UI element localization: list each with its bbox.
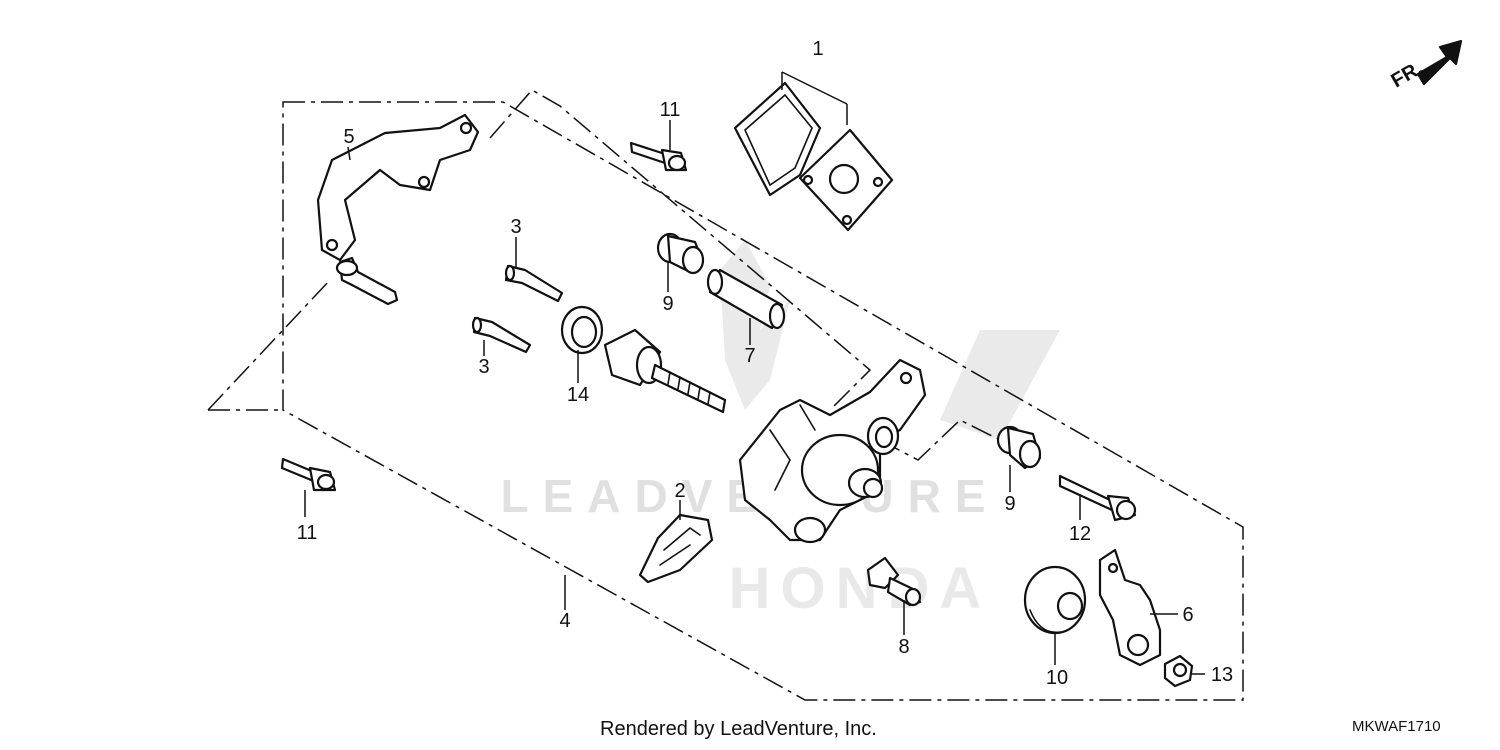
callout-9-lower: 9	[1004, 493, 1015, 515]
part-pin-upper	[504, 264, 564, 303]
part-caliper-body	[738, 358, 927, 544]
callout-14: 14	[567, 384, 589, 406]
front-direction-indicator: FR.	[1388, 39, 1463, 92]
watermark: LEADVENTURE HONDA	[500, 240, 1060, 621]
callout-5: 5	[343, 126, 354, 148]
part-plate	[1098, 548, 1162, 667]
callout-4: 4	[559, 610, 570, 632]
part-bolt-12	[1058, 474, 1137, 522]
callout-3-lower: 3	[478, 356, 489, 378]
part-piston	[603, 328, 727, 414]
part-caliper-bracket	[316, 113, 480, 306]
part-cap	[1023, 565, 1087, 635]
part-boot-upper	[656, 232, 705, 275]
part-sleeve	[706, 268, 786, 330]
part-brake-pads	[733, 81, 894, 232]
part-nut	[1163, 654, 1194, 688]
leader-lines	[304, 120, 1205, 675]
assembly-boundary	[282, 101, 1244, 701]
callout-3-upper: 3	[510, 216, 521, 238]
part-pad-spring	[638, 513, 714, 584]
front-direction-label: FR.	[1388, 57, 1427, 92]
callout-11-lower: 11	[297, 522, 318, 544]
callout-6: 6	[1182, 604, 1193, 626]
callout-13: 13	[1211, 664, 1233, 686]
callout-10: 10	[1046, 667, 1068, 689]
pin-boundary	[489, 89, 1001, 461]
part-seal	[560, 305, 604, 355]
callout-9-upper: 9	[662, 293, 673, 315]
callout-7: 7	[744, 345, 755, 367]
watermark-text-bottom: HONDA	[729, 556, 992, 621]
part-boot-lower	[996, 425, 1042, 470]
part-bolt-lower	[280, 457, 337, 492]
part-bolt-upper	[629, 141, 688, 172]
part-pin-lower	[471, 316, 532, 354]
watermark-wing-shape	[940, 330, 1060, 440]
diagram-code: MKWAF1710	[1352, 718, 1441, 735]
bracket-boundary	[207, 279, 331, 411]
callouts: 1 2 3 3 4 5 6 7 8 9 9 10 11 11 12 13 14	[297, 38, 1234, 689]
leader-1	[781, 71, 848, 125]
callout-8: 8	[898, 636, 909, 658]
rendered-by-credit: Rendered by LeadVenture, Inc.	[600, 718, 877, 740]
callout-11-upper: 11	[660, 99, 681, 121]
callout-2: 2	[674, 480, 685, 502]
callout-12: 12	[1069, 523, 1091, 545]
part-bleed-screw	[866, 556, 922, 607]
callout-1: 1	[812, 38, 823, 60]
